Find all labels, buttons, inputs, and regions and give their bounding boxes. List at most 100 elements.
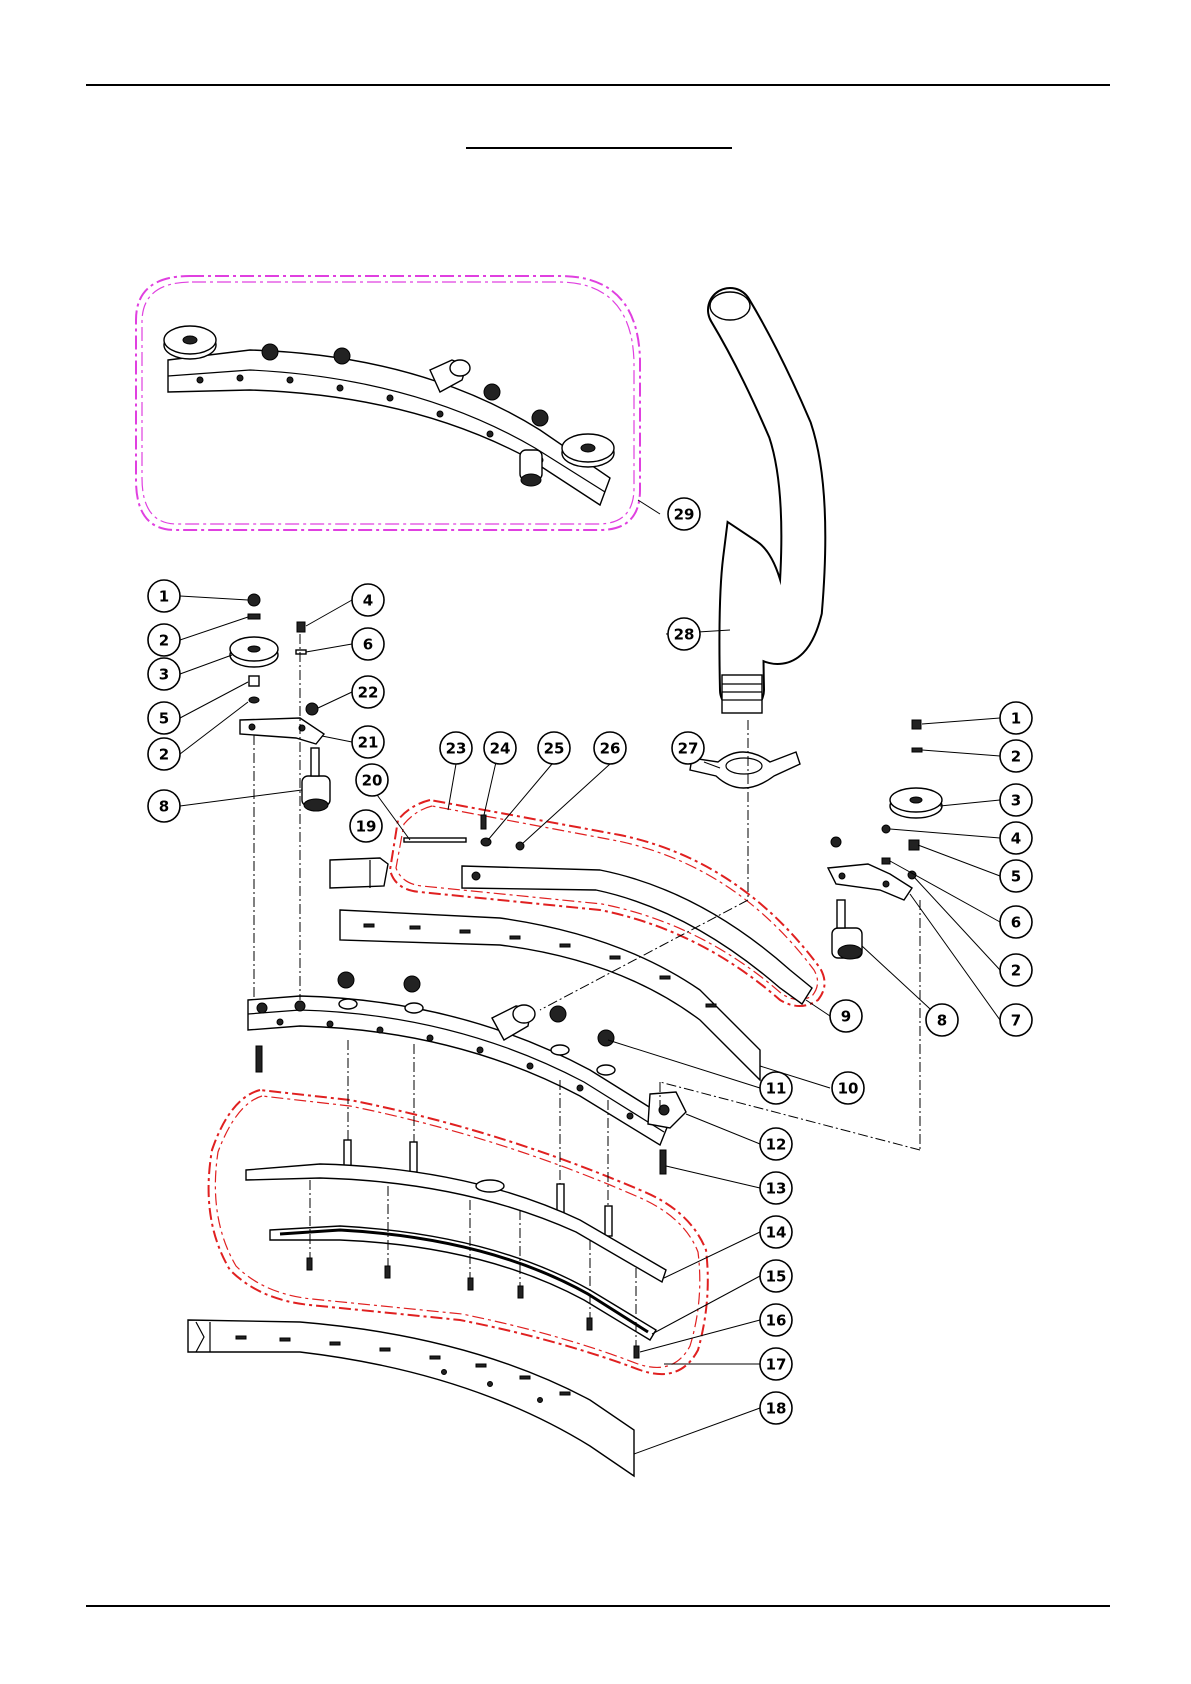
callout-2: 2 <box>1000 740 1032 772</box>
left-spacer-5 <box>249 676 259 686</box>
callout-8: 8 <box>926 1004 958 1036</box>
callout-number: 22 <box>358 684 379 702</box>
squeegee-subassembly-29 <box>136 276 640 530</box>
callout-number: 4 <box>1011 830 1021 848</box>
callout-24: 24 <box>484 732 516 764</box>
callout-3: 3 <box>148 658 180 690</box>
callout-2: 2 <box>148 624 180 656</box>
right-wheel-3 <box>890 788 942 818</box>
callout-17: 17 <box>760 1348 792 1380</box>
left-washer-2b <box>249 697 259 703</box>
callout-22: 22 <box>352 676 384 708</box>
end-cap-12 <box>648 1092 686 1128</box>
subassembly-frame <box>168 350 610 505</box>
callout-number: 29 <box>674 506 695 524</box>
callout-14: 14 <box>760 1216 792 1248</box>
callout-5: 5 <box>1000 860 1032 892</box>
callout-number: 6 <box>1011 914 1021 932</box>
callout-number: 19 <box>356 818 377 836</box>
bracket-19 <box>330 858 388 888</box>
callout-number: 9 <box>841 1008 851 1026</box>
callout-26: 26 <box>594 732 626 764</box>
callout-25: 25 <box>538 732 570 764</box>
callout-number: 8 <box>937 1012 947 1030</box>
callout-number: 13 <box>766 1180 787 1198</box>
callout-2: 2 <box>148 738 180 770</box>
callout-number: 1 <box>1011 710 1021 728</box>
callout-number: 1 <box>159 588 169 606</box>
callout-number: 12 <box>766 1136 787 1154</box>
callout-number: 14 <box>766 1224 787 1242</box>
left-washer-6 <box>296 650 306 654</box>
callout-number: 21 <box>358 734 379 752</box>
callout-number: 8 <box>159 798 169 816</box>
callout-1: 1 <box>148 580 180 612</box>
callout-4: 4 <box>352 584 384 616</box>
bolt-13 <box>660 1150 666 1174</box>
callout-8: 8 <box>148 790 180 822</box>
pin-20 <box>404 838 466 842</box>
left-nut-22 <box>306 703 318 715</box>
callout-leaders <box>180 500 1000 1454</box>
callout-12: 12 <box>760 1128 792 1160</box>
callout-number: 2 <box>1011 962 1021 980</box>
callout-20: 20 <box>356 764 388 796</box>
left-washer-2 <box>248 614 260 619</box>
callout-13: 13 <box>760 1172 792 1204</box>
subassembly-right-wheel <box>562 434 614 467</box>
callout-21: 21 <box>352 726 384 758</box>
right-spacer-5 <box>909 840 919 850</box>
callout-18: 18 <box>760 1392 792 1424</box>
callout-27: 27 <box>672 732 704 764</box>
hose-cuff-top <box>710 292 750 320</box>
right-washer-6 <box>882 858 890 864</box>
callout-5: 5 <box>148 702 180 734</box>
callout-number: 2 <box>1011 748 1021 766</box>
hose-clamp <box>690 752 800 788</box>
callout-number: 17 <box>766 1356 787 1374</box>
subassembly-left-wheel <box>164 326 216 359</box>
callout-number: 3 <box>1011 792 1021 810</box>
callout-16: 16 <box>760 1304 792 1336</box>
callout-number: 15 <box>766 1268 787 1286</box>
callout-number: 2 <box>159 632 169 650</box>
pin-24 <box>481 815 486 829</box>
left-wheel-3 <box>230 637 278 667</box>
callout-number: 10 <box>838 1080 859 1098</box>
suction-hose <box>710 292 803 713</box>
callout-number: 16 <box>766 1312 787 1330</box>
callout-9: 9 <box>830 1000 862 1032</box>
callout-1: 1 <box>1000 702 1032 734</box>
right-bracket-7 <box>828 864 912 900</box>
left-nut-1 <box>248 594 260 606</box>
callout-number: 27 <box>678 740 699 758</box>
left-wheel-group <box>230 594 330 811</box>
callout-number: 28 <box>674 626 695 644</box>
callout-number: 18 <box>766 1400 787 1418</box>
callout-10: 10 <box>832 1072 864 1104</box>
callout-number: 20 <box>362 772 383 790</box>
left-bracket-21 <box>240 718 324 744</box>
callout-number: 5 <box>1011 868 1021 886</box>
callout-6: 6 <box>1000 906 1032 938</box>
callout-4: 4 <box>1000 822 1032 854</box>
callout-number: 5 <box>159 710 169 728</box>
hose-cuff-bottom <box>722 675 762 713</box>
callout-number: 11 <box>766 1080 787 1098</box>
callout-number: 4 <box>363 592 373 610</box>
right-washer-2 <box>912 748 922 752</box>
callout-19: 19 <box>350 810 382 842</box>
left-bolt-4 <box>297 622 305 632</box>
callout-15: 15 <box>760 1260 792 1292</box>
callout-23: 23 <box>440 732 472 764</box>
right-pin <box>831 837 841 847</box>
washer-25 <box>481 838 491 846</box>
right-bolt-4 <box>882 825 890 833</box>
callout-number: 3 <box>159 666 169 684</box>
callout-3: 3 <box>1000 784 1032 816</box>
left-frame-bolt <box>256 1046 262 1072</box>
callout-number: 2 <box>159 746 169 764</box>
callout-number: 25 <box>544 740 565 758</box>
right-wheel-group <box>828 720 942 959</box>
